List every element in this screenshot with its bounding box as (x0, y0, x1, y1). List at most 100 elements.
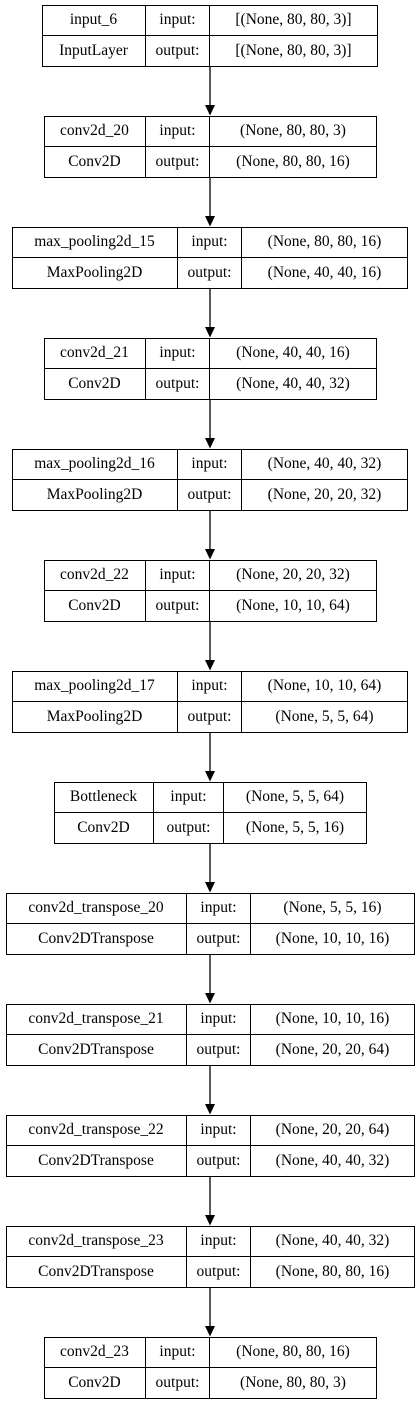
layer-type: Conv2DTranspose (6, 1146, 187, 1177)
input-shape: (None, 40, 40, 32) (251, 1226, 415, 1257)
input-label: input: (146, 338, 210, 369)
input-label: input: (187, 1115, 251, 1146)
layer-type: MaxPooling2D (12, 702, 178, 733)
input-label: input: (187, 1004, 251, 1035)
input-shape: [(None, 80, 80, 3)] (210, 5, 378, 36)
edge-arrowhead (205, 660, 215, 671)
layer-name: conv2d_transpose_20 (6, 893, 187, 924)
output-shape: [(None, 80, 80, 3)] (210, 36, 378, 67)
input-shape: (None, 80, 80, 16) (210, 1337, 377, 1368)
input-shape: (None, 5, 5, 16) (251, 893, 415, 924)
input-label: input: (154, 782, 224, 813)
layer-name: Bottleneck (54, 782, 154, 813)
input-shape: (None, 80, 80, 3) (210, 116, 377, 147)
input-label: input: (146, 1337, 210, 1368)
output-label: output: (187, 1257, 251, 1288)
edge-arrowhead (205, 1215, 215, 1226)
layer-type: Conv2D (44, 1368, 146, 1399)
edge-arrowhead (205, 549, 215, 560)
layer-name: max_pooling2d_15 (12, 227, 178, 258)
input-shape: (None, 10, 10, 16) (251, 1004, 415, 1035)
layer-name: max_pooling2d_17 (12, 671, 178, 702)
edge-arrowhead (205, 105, 215, 116)
edge-arrowhead (205, 216, 215, 227)
output-label: output: (146, 591, 210, 622)
output-shape: (None, 40, 40, 16) (242, 258, 408, 289)
output-label: output: (187, 924, 251, 955)
layer-name: conv2d_transpose_23 (6, 1226, 187, 1257)
layer-name: conv2d_23 (44, 1337, 146, 1368)
layer-type: Conv2DTranspose (6, 924, 187, 955)
layer-type: Conv2DTranspose (6, 1257, 187, 1288)
layer-type: Conv2D (44, 147, 146, 178)
input-label: input: (178, 227, 242, 258)
layer-type: InputLayer (42, 36, 146, 67)
input-label: input: (146, 5, 210, 36)
layer-name: conv2d_transpose_22 (6, 1115, 187, 1146)
output-shape: (None, 5, 5, 16) (224, 813, 367, 844)
input-label: input: (187, 1226, 251, 1257)
layer-type: Conv2DTranspose (6, 1035, 187, 1066)
edge-arrowhead (205, 1326, 215, 1337)
layer-type: MaxPooling2D (12, 258, 178, 289)
input-shape: (None, 40, 40, 16) (210, 338, 377, 369)
output-label: output: (146, 147, 210, 178)
output-label: output: (178, 702, 242, 733)
edge-arrowhead (205, 882, 215, 893)
input-shape: (None, 10, 10, 64) (242, 671, 408, 702)
edge-arrowhead (205, 993, 215, 1004)
output-shape: (None, 20, 20, 64) (251, 1035, 415, 1066)
output-shape: (None, 10, 10, 64) (210, 591, 377, 622)
input-shape: (None, 20, 20, 32) (210, 560, 377, 591)
layer-name: conv2d_20 (44, 116, 146, 147)
output-shape: (None, 20, 20, 32) (242, 480, 408, 511)
output-label: output: (178, 258, 242, 289)
edge-arrowhead (205, 438, 215, 449)
output-label: output: (146, 369, 210, 400)
input-shape: (None, 40, 40, 32) (242, 449, 408, 480)
output-shape: (None, 40, 40, 32) (251, 1146, 415, 1177)
layer-name: input_6 (42, 5, 146, 36)
output-label: output: (146, 36, 210, 67)
layer-type: Conv2D (54, 813, 154, 844)
layer-type: Conv2D (44, 591, 146, 622)
output-shape: (None, 80, 80, 3) (210, 1368, 377, 1399)
edge-arrowhead (205, 1104, 215, 1115)
edge-arrowhead (205, 327, 215, 338)
input-shape: (None, 80, 80, 16) (242, 227, 408, 258)
output-shape: (None, 5, 5, 64) (242, 702, 408, 733)
output-label: output: (178, 480, 242, 511)
input-label: input: (146, 560, 210, 591)
input-label: input: (178, 449, 242, 480)
layer-type: MaxPooling2D (12, 480, 178, 511)
layer-type: Conv2D (44, 369, 146, 400)
layer-name: conv2d_22 (44, 560, 146, 591)
input-label: input: (178, 671, 242, 702)
output-shape: (None, 40, 40, 32) (210, 369, 377, 400)
output-shape: (None, 80, 80, 16) (251, 1257, 415, 1288)
output-shape: (None, 80, 80, 16) (210, 147, 377, 178)
input-label: input: (146, 116, 210, 147)
output-label: output: (154, 813, 224, 844)
output-shape: (None, 10, 10, 16) (251, 924, 415, 955)
edge-arrowhead (205, 771, 215, 782)
layer-name: conv2d_transpose_21 (6, 1004, 187, 1035)
input-shape: (None, 5, 5, 64) (224, 782, 367, 813)
input-shape: (None, 20, 20, 64) (251, 1115, 415, 1146)
layer-name: max_pooling2d_16 (12, 449, 178, 480)
output-label: output: (187, 1146, 251, 1177)
